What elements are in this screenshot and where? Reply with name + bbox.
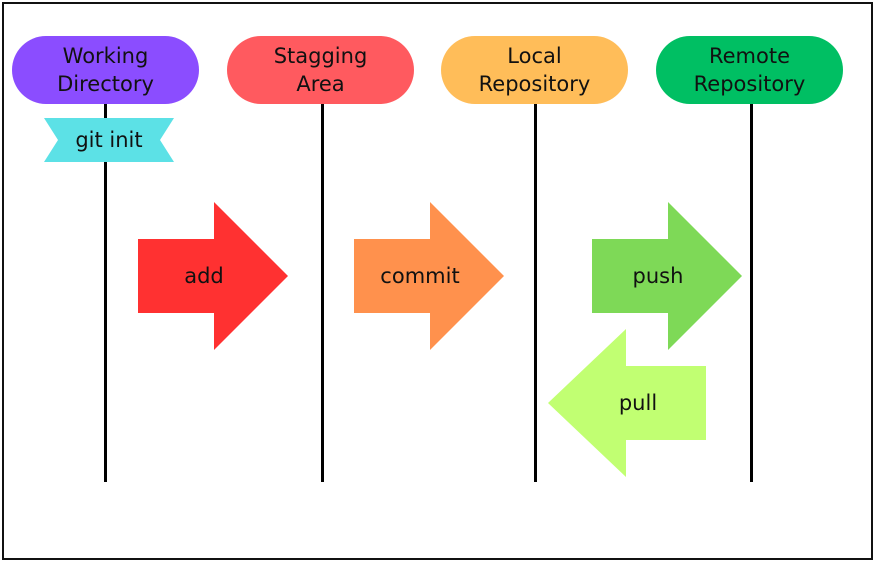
add-arrow-shape (138, 202, 288, 350)
push-arrow-shape (592, 202, 742, 350)
add-arrow: add (138, 202, 288, 350)
pull-arrow: pull (548, 329, 706, 477)
working-directory-label: Working Directory (57, 44, 154, 96)
push-arrow: push (592, 202, 742, 350)
local-repository-lane-line (534, 104, 537, 482)
commit-label: commit (380, 264, 460, 288)
commit-arrow-shape (354, 202, 504, 350)
staging-area-lane-line (321, 104, 324, 482)
local-repository-node: Local Repository (441, 36, 628, 104)
remote-repository-lane-line (750, 104, 753, 482)
working-directory-node: Working Directory (12, 36, 199, 104)
push-label: push (632, 264, 684, 288)
staging-area-node: Stagging Area (227, 36, 414, 104)
commit-arrow: commit (354, 202, 504, 350)
add-label: add (184, 264, 224, 288)
staging-area-label: Stagging Area (273, 44, 368, 96)
git-init-label: git init (75, 128, 143, 152)
remote-repository-node: Remote Repository (656, 36, 843, 104)
git-init-ribbon-shape (44, 118, 174, 162)
local-repository-label: Local Repository (478, 44, 591, 96)
remote-repository-label: Remote Repository (693, 44, 806, 96)
git-init-tag: git init (44, 118, 174, 162)
pull-label: pull (618, 391, 658, 415)
working-directory-lane-line (104, 104, 107, 482)
pull-arrow-shape (548, 329, 706, 477)
